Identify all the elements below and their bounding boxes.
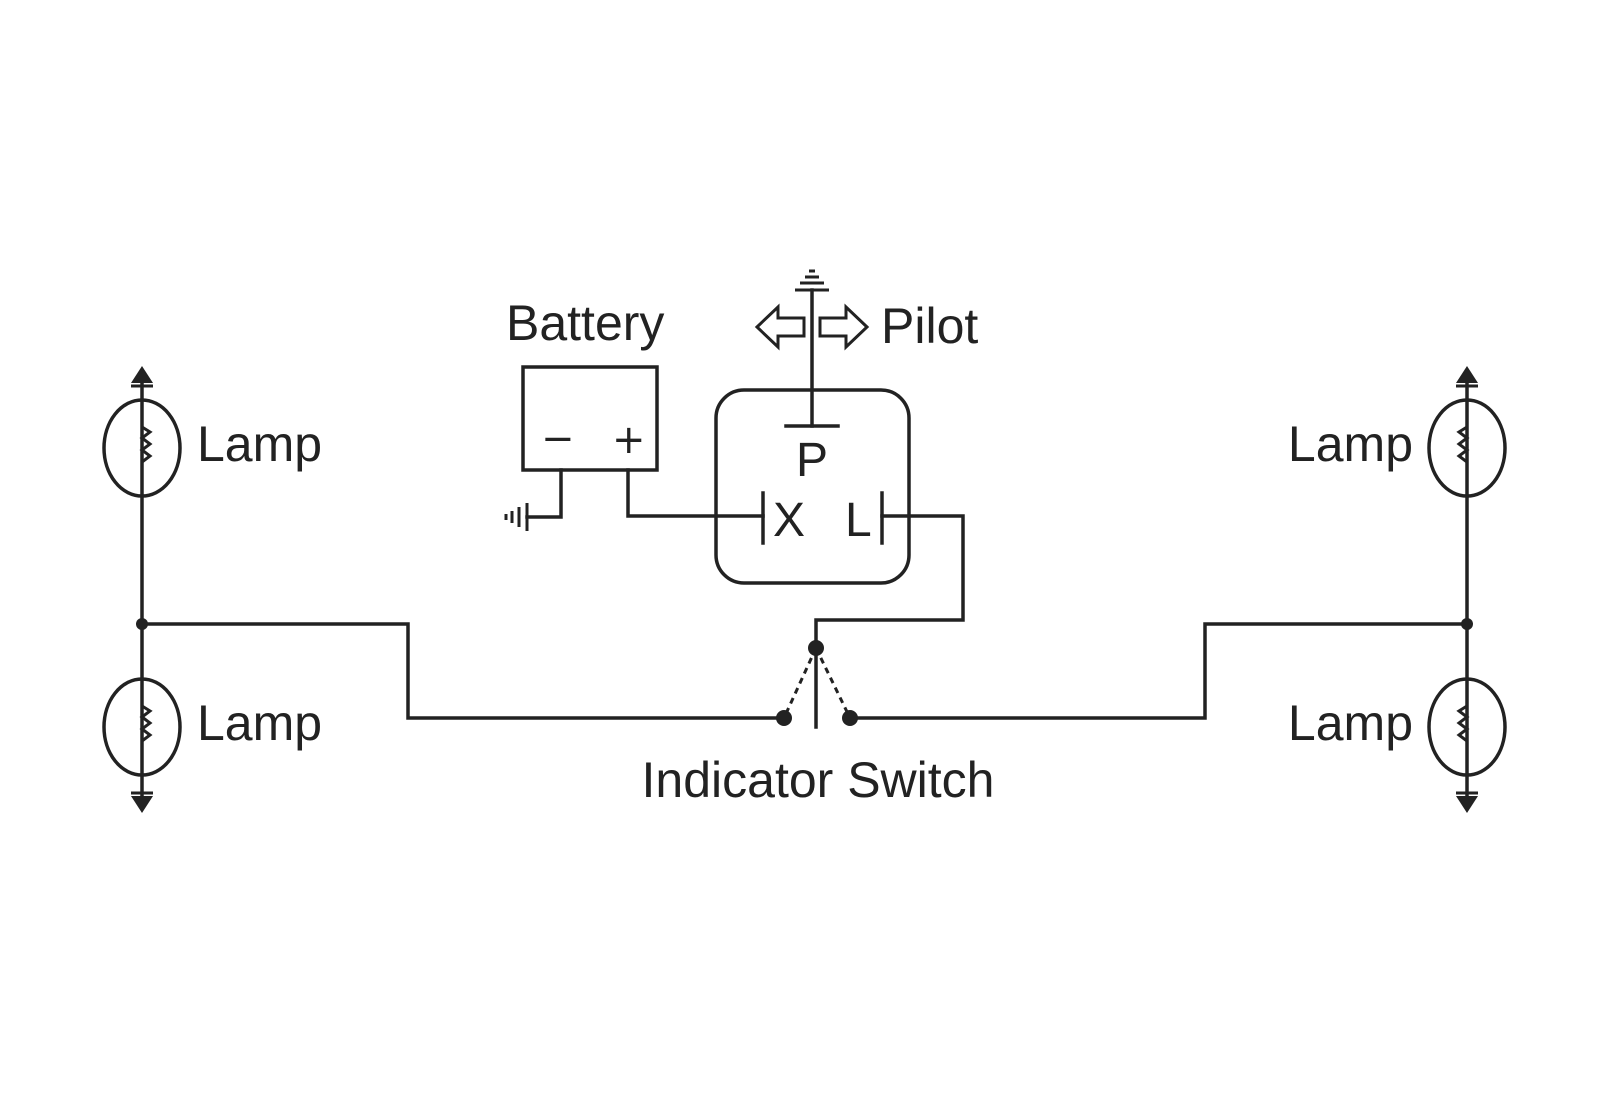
battery-label: Battery <box>506 295 664 351</box>
terminal-p-label: P <box>796 434 828 487</box>
indicator-switch <box>776 640 858 729</box>
indicator-switch-label: Indicator Switch <box>642 752 995 808</box>
terminal-l-label: L <box>845 494 872 547</box>
battery-positive-wire <box>626 468 765 518</box>
battery-ground-icon <box>504 503 529 531</box>
right-circuit-wire <box>848 622 1469 720</box>
battery-plus-terminal: + <box>612 417 646 463</box>
ground-bottom-left-icon <box>131 791 153 813</box>
battery-minus-terminal: − <box>541 416 575 462</box>
lamp-top-right-icon <box>1427 398 1507 498</box>
ground-bottom-right-icon <box>1456 791 1478 813</box>
battery: − + <box>521 365 659 472</box>
flasher-load-wire <box>814 514 965 650</box>
left-circuit-wire <box>140 622 786 720</box>
right-junction <box>1461 618 1473 630</box>
terminal-x-label: X <box>773 494 805 547</box>
flasher-unit: P X L <box>714 388 911 585</box>
lamp-bottom-left-label: Lamp <box>197 695 322 751</box>
lamp-top-left-icon <box>102 398 182 498</box>
lamp-bottom-right-icon <box>1427 677 1507 777</box>
pilot-indicator-icon <box>754 303 870 351</box>
switch-common-terminal <box>808 640 824 656</box>
lamp-top-left-label: Lamp <box>197 416 322 472</box>
ground-top-right-icon <box>1456 366 1478 388</box>
battery-ground-wire <box>525 468 563 519</box>
switch-left-contact-path <box>782 647 818 719</box>
switch-right-contact-path <box>814 647 852 719</box>
lamp-top-right-label: Lamp <box>1288 416 1413 472</box>
pilot-label: Pilot <box>881 298 978 354</box>
left-junction <box>136 618 148 630</box>
lamp-bottom-left-icon <box>102 677 182 777</box>
lamp-bottom-right-label: Lamp <box>1288 695 1413 751</box>
ground-top-left-icon <box>131 366 153 388</box>
pilot-ground-icon <box>795 269 829 292</box>
